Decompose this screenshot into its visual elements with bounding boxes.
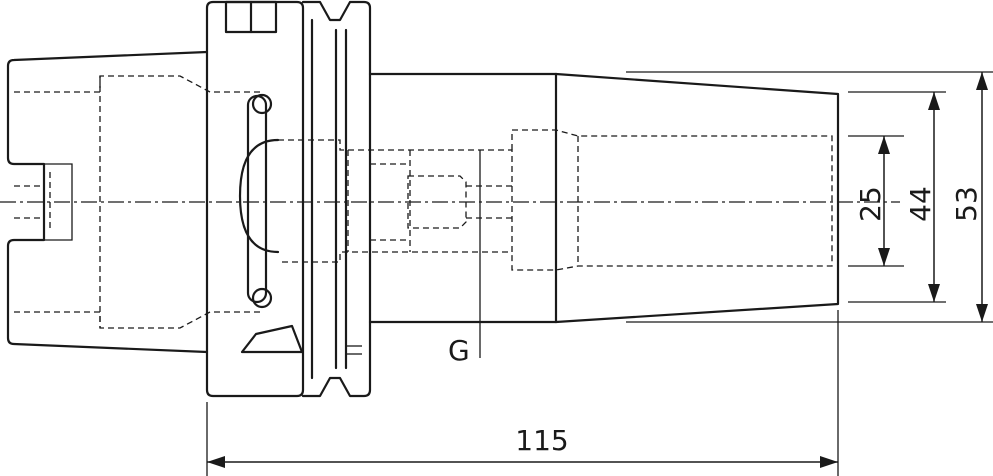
dimension-label-115: 115 bbox=[515, 424, 568, 457]
dimension-label-44: 44 bbox=[904, 186, 937, 222]
flange bbox=[205, 0, 305, 398]
v-groove-collar bbox=[301, 0, 372, 398]
dimension-length: 115 bbox=[207, 424, 838, 468]
dimension-bore: 25 bbox=[854, 136, 890, 266]
dimension-shank: 44 bbox=[904, 92, 940, 302]
extension-lines bbox=[206, 71, 993, 476]
body bbox=[278, 72, 558, 358]
dimension-label-53: 53 bbox=[950, 186, 983, 222]
thread-label-g: G bbox=[448, 334, 470, 367]
dimension-label-25: 25 bbox=[854, 186, 887, 222]
taper-shank bbox=[6, 50, 260, 354]
tapered-nose bbox=[511, 72, 840, 324]
dimension-nose: 53 bbox=[950, 72, 988, 322]
